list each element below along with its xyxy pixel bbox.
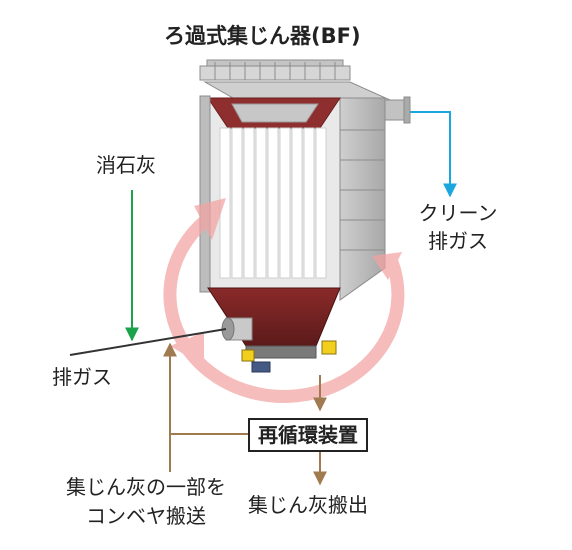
- ash-discharge-label: 集じん灰搬出: [248, 493, 368, 517]
- top-header: [199, 59, 351, 81]
- inlet-duct: [221, 317, 253, 341]
- partial-ash-label-line2: コンベヤ搬送: [86, 504, 206, 528]
- filter-unit: [199, 59, 411, 373]
- clean-gas-arrow: [410, 111, 457, 198]
- recirculation-device-box: 再循環装置: [248, 418, 368, 452]
- clean-gas-label-line2: 排ガス: [428, 229, 488, 253]
- drive-motor-right: [321, 340, 337, 355]
- exhaust-inlet-line: [69, 328, 227, 356]
- recirculation-arrowhead-right: [372, 252, 402, 280]
- bag-chamber: [199, 95, 341, 293]
- drive-motor-left: [241, 349, 255, 362]
- lime-label: 消石灰: [96, 153, 156, 177]
- partial-ash-label-line1: 集じん灰の一部を: [66, 475, 226, 499]
- rotary-valve: [251, 361, 271, 373]
- exhaust-gas-label: 排ガス: [52, 365, 112, 389]
- side-casing: [339, 97, 386, 301]
- diagram-title: ろ過式集じん器(BF): [164, 24, 361, 48]
- recirculation-ring: [163, 198, 405, 403]
- recirculation-arrowhead-left: [170, 332, 204, 366]
- clean-gas-label-line1: クリーン: [418, 201, 498, 225]
- screw-conveyor: [245, 345, 317, 359]
- recirculation-loop: [163, 215, 405, 403]
- recirculation-arrowhead-top: [194, 198, 226, 240]
